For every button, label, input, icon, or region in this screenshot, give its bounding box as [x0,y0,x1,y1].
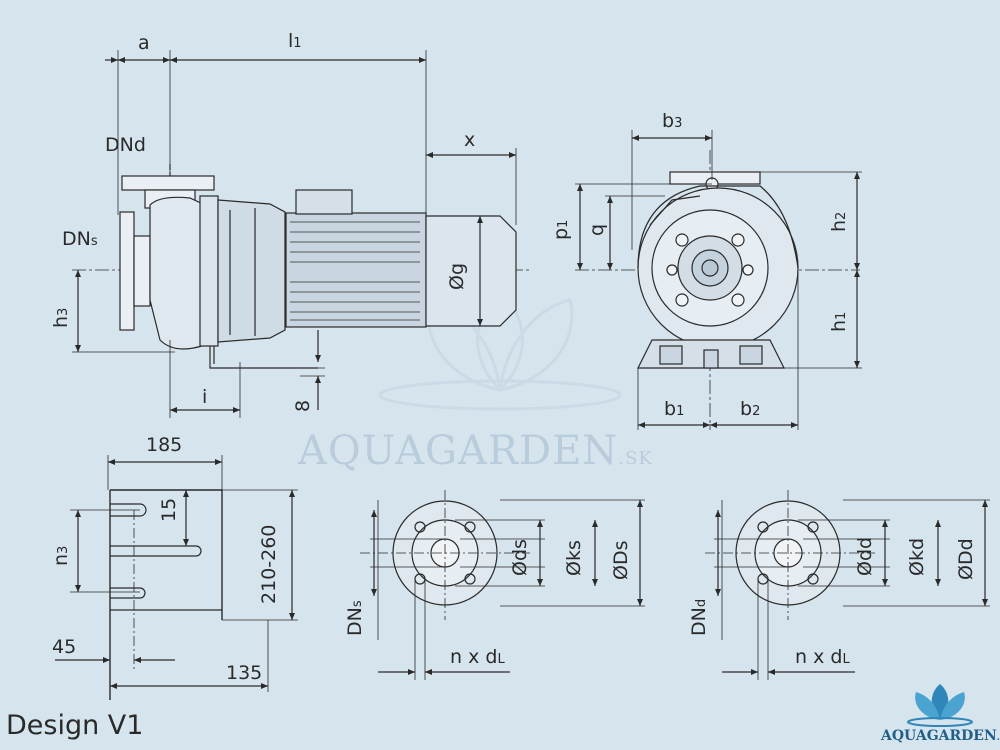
dim-h1-label: h1 [828,311,850,332]
dim-h2-label: h2 [828,211,850,232]
foot-detail [55,455,298,700]
dim-Dd-label: ØDd [955,538,977,580]
dim-b3-label: b3 [662,110,683,132]
dim-185-label: 185 [146,434,183,456]
dim-kd-label: Økd [906,537,928,576]
dim-ks-label: Øks [563,540,585,576]
side-view [72,50,530,418]
flange-dn-suction-label: DNs [344,600,366,636]
dim-x-label: x [464,129,476,151]
dim-b1-label: b1 [664,398,685,420]
holes-suction-label: n x dL [450,646,505,668]
dim-45-label: 45 [52,636,77,658]
dim-g-label: Øg [446,262,468,290]
dim-a-label: a [138,32,150,54]
dim-p1-label: p1 [550,219,572,240]
holes-discharge-label: n x dL [795,646,850,668]
dim-l1-label: l1 [288,30,302,52]
dim-135-label: 135 [226,662,263,684]
dim-n3-label: n3 [50,545,72,566]
dn-discharge-label: DNd [105,134,146,156]
dim-i-label: i [202,386,208,408]
discharge-flange-view [705,490,990,680]
aquagarden-logo-icon [907,684,973,727]
brand-name: AQUAGARDEN.SK [881,728,1000,744]
dim-ds-label: Øds [509,539,531,576]
dim-210-260-label: 210-260 [258,524,280,604]
dn-suction-label: DNs [62,228,98,250]
flange-dn-discharge-label: DNd [688,598,710,636]
suction-flange-view [360,490,645,680]
dim-8-label: 8 [292,399,314,412]
dim-h3-label: h3 [50,307,72,328]
front-view [575,130,862,430]
dim-b2-label: b2 [740,398,761,420]
dim-Ds-label: ØDs [610,540,632,580]
dim-dd-label: Ødd [854,536,876,576]
watermark-text: AQUAGARDEN.SK [298,428,653,474]
design-title: Design V1 [6,710,144,741]
dim-q-label: q [586,223,608,236]
dim-15-label: 15 [158,497,180,522]
